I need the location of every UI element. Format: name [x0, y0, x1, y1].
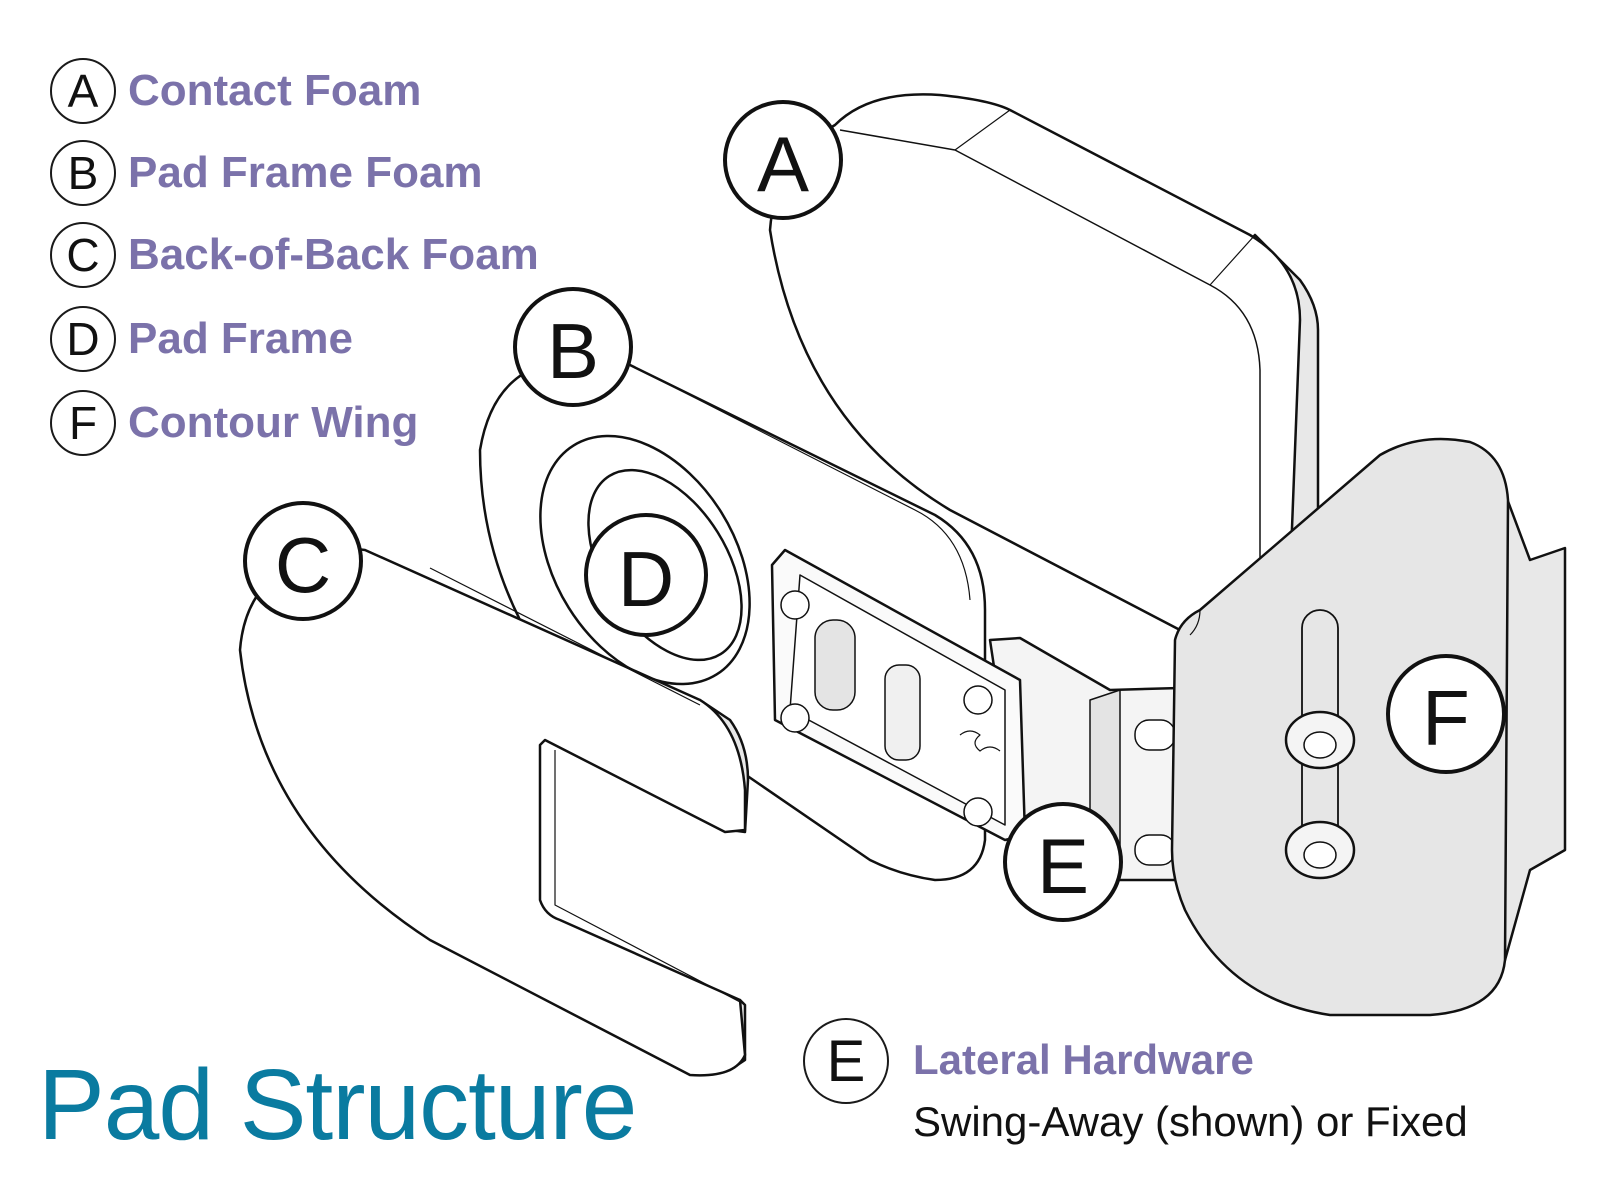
legend-item-contact-foam: A Contact Foam [50, 55, 421, 127]
legend-label: Contact Foam [128, 66, 422, 115]
legend-letter: D [50, 306, 116, 372]
hardware-subtitle: Swing-Away (shown) or Fixed [913, 1098, 1468, 1145]
svg-text:E: E [1037, 822, 1089, 910]
svg-text:A: A [757, 120, 809, 208]
legend-label: Pad Frame Foam [128, 148, 483, 197]
bolt-icon [1284, 710, 1356, 880]
legend-label: Pad Frame [128, 314, 353, 363]
svg-text:D: D [618, 535, 674, 623]
callout-a: A [723, 100, 843, 220]
legend-item-pad-frame-foam: B Pad Frame Foam [50, 137, 483, 209]
legend-letter: F [50, 390, 116, 456]
svg-text:F: F [1422, 674, 1470, 762]
svg-text:B: B [547, 307, 599, 395]
callout-c: C [243, 501, 363, 621]
callout-d: D [584, 513, 708, 637]
legend-label: Contour Wing [128, 398, 419, 447]
page-title: Pad Structure [38, 1049, 637, 1161]
callout-b: B [513, 287, 633, 407]
hardware-legend: E Lateral Hardware Swing-Away (shown) or… [803, 1018, 1468, 1145]
contact-foam-part [768, 93, 1320, 632]
legend-item-back-of-back-foam: C Back-of-Back Foam [50, 219, 539, 291]
legend-letter: A [50, 58, 116, 124]
hex-screw-icon [780, 590, 993, 827]
legend-letter: C [50, 222, 116, 288]
legend-letter: B [50, 140, 116, 206]
legend-item-pad-frame: D Pad Frame [50, 303, 353, 375]
callout-f: F [1386, 654, 1506, 774]
legend-item-contour-wing: F Contour Wing [50, 387, 418, 459]
callout-e: E [1003, 802, 1123, 922]
hardware-label: Lateral Hardware [913, 1036, 1254, 1083]
legend-letter: E [803, 1018, 889, 1104]
legend-label: Back-of-Back Foam [128, 230, 539, 279]
svg-text:C: C [275, 521, 331, 609]
contour-wing-part [1170, 437, 1567, 1017]
